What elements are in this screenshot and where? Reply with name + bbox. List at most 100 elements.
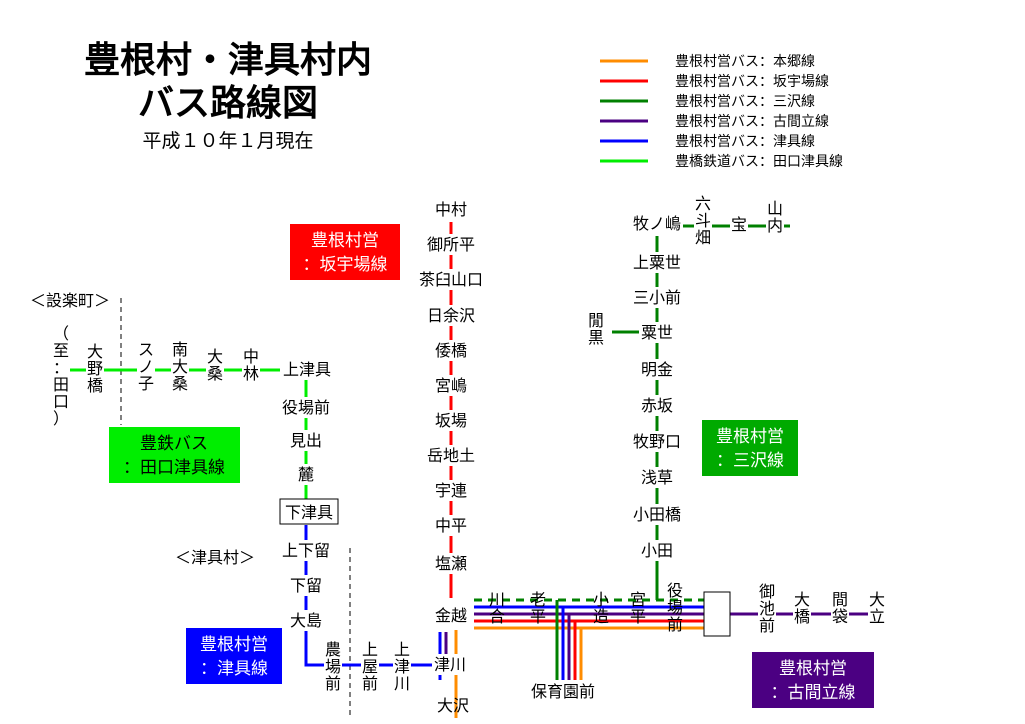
stop-sakauba-0-bg	[433, 199, 469, 220]
stop-tagu-1-bg	[86, 342, 104, 395]
stop-sakauba-1-bg	[425, 234, 477, 255]
stop-bottom-0: 農場前	[325, 640, 341, 693]
stop-tsugu-north-0-bg	[280, 397, 332, 418]
legend-label-furumatate: 豊根村営バス：古間立線	[675, 114, 829, 130]
stop-kanmo-bg	[587, 311, 605, 347]
stop-osawa: 大沢	[437, 696, 469, 715]
stop-tsugawa-bg	[432, 654, 468, 675]
ishido-frame	[703, 591, 731, 637]
route-tsugu-line	[304, 525, 432, 667]
stop-tagu-0: （至：田口）	[53, 324, 69, 428]
stop-tagu-3: 南大桑	[172, 340, 188, 393]
legend: 豊根村営バス：本郷線 豊根村営バス：坂宇場線 豊根村営バス：三沢線 豊根村営バス…	[600, 54, 843, 170]
shimotsugu-frame	[279, 498, 339, 525]
route-box-sakauba-line1: 豊根村営	[311, 231, 379, 251]
stop-tsugu-north-2: 麓	[298, 465, 314, 484]
stop-branch-0-bg	[694, 194, 712, 247]
stop-furumatate-3-bg	[868, 590, 886, 626]
route-box-sakauba: 豊根村営 ：坂宇場線	[290, 224, 400, 280]
stop-kamitsugu-bg	[281, 359, 333, 380]
stop-furumatate-2-bg	[831, 590, 849, 626]
stop-tsugu-south-2: 大島	[290, 611, 322, 630]
stop-misawa-0-bg	[631, 213, 683, 234]
stop-tagu-3-bg	[171, 340, 189, 393]
stop-middle-4: 役場前	[667, 581, 683, 634]
stop-misawa-5: 赤坂	[641, 396, 673, 415]
stop-sakauba-8: 宇連	[435, 481, 467, 500]
route-box-tagu-line1: 豊鉄バス	[140, 434, 208, 454]
stop-hoikuen: 保育園前	[531, 682, 595, 701]
stop-branch-2-bg	[766, 199, 784, 235]
stop-furumatate-3: 大立	[869, 590, 885, 626]
stop-middle-1: 老平	[530, 590, 546, 626]
stop-shimotsugu: 下津具	[285, 503, 333, 522]
stop-tsugu-north-2-bg	[296, 464, 316, 485]
stop-tsugu-north-0: 役場前	[282, 398, 330, 417]
stop-furumatate-2: 間袋	[832, 590, 848, 626]
legend-label-hongo: 豊根村営バス：本郷線	[675, 54, 815, 70]
route-box-furumatate-line2: ：古間立線	[771, 683, 856, 703]
route-box-furumatate-line1: 豊根村営	[779, 659, 847, 679]
stop-misawa-4: 明金	[641, 360, 673, 379]
stop-misawa-9-bg	[639, 540, 675, 561]
stop-middle-2: 小造	[593, 590, 609, 626]
stop-misawa-2: 三小前	[633, 288, 681, 307]
legend-label-tsugu: 豊根村営バス：津具線	[675, 134, 815, 150]
stop-bottom-2-bg	[393, 640, 411, 693]
stop-sakauba-11-bg	[433, 605, 469, 626]
stop-misawa-2-bg	[631, 287, 683, 308]
map-date: 平成１０年１月現在	[142, 130, 313, 152]
map-title: 豊根村・津具村内	[84, 40, 372, 81]
route-box-sakauba-line2: ：坂宇場線	[303, 255, 388, 275]
stop-bottom-1: 上屋前	[362, 640, 378, 693]
stop-sakauba-4-bg	[433, 340, 469, 361]
stop-sakauba-10: 塩瀬	[435, 554, 467, 573]
stop-sakauba-5-bg	[433, 375, 469, 396]
stop-bottom-0-bg	[324, 640, 342, 693]
stop-tsugu-south-0-bg	[280, 540, 332, 561]
stop-sakauba-8-bg	[433, 480, 469, 501]
stop-tsugu-south-1-bg	[288, 575, 324, 596]
stop-bottom-1-bg	[361, 640, 379, 693]
stop-tagu-5: 中林	[243, 347, 259, 383]
stop-tsugu-north-1: 見出	[290, 431, 322, 450]
stop-sakauba-4: 倭橋	[435, 341, 467, 360]
stop-furumatate-0: 御池前	[759, 582, 775, 635]
stop-bottom-2: 上津川	[394, 640, 410, 693]
legend-label-sakauba: 豊根村営バス：坂宇場線	[675, 74, 829, 90]
stop-sakauba-2: 茶臼山口	[419, 270, 483, 289]
stop-sakauba-3: 日余沢	[427, 306, 475, 325]
stop-furumatate-1-bg	[793, 590, 811, 626]
stop-misawa-9: 小田	[641, 541, 673, 560]
stop-tagu-1: 大野橋	[87, 342, 103, 395]
stop-sakauba-11: 金越	[435, 606, 467, 625]
stop-misawa-7-bg	[639, 467, 675, 488]
stop-tsugu-south-2-bg	[288, 610, 324, 631]
stops-vertical: （至：田口）大野橋スノ子南大桑大桑中林六斗畑宝山内閒黒農場前上屋前上津川川合老平…	[52, 194, 886, 693]
stop-tagu-4: 大桑	[207, 347, 223, 383]
stop-furumatate-1: 大橋	[794, 590, 810, 626]
legend-label-misawa: 豊根村営バス：三沢線	[675, 94, 815, 110]
route-box-tsugu-line1: 豊根村営	[200, 635, 268, 655]
map-subtitle: バス路線図	[138, 83, 318, 124]
route-box-misawa-line1: 豊根村営	[716, 427, 784, 447]
stop-branch-1: 宝	[731, 215, 747, 234]
stop-sakauba-9-bg	[433, 515, 469, 536]
stop-misawa-8-bg	[631, 504, 683, 525]
stop-middle-3: 宮平	[630, 590, 646, 626]
area-label-shitara: ＜設楽町＞	[30, 291, 110, 310]
stop-misawa-5-bg	[639, 395, 675, 416]
route-box-tsugu-line2: ：津具線	[200, 659, 268, 679]
stop-misawa-1: 上粟世	[633, 253, 681, 272]
stop-misawa-3-bg	[639, 322, 675, 343]
stop-kanmo: 閒黒	[588, 311, 604, 347]
stop-tagu-0-bg	[52, 324, 70, 428]
legend-label-tagu: 豊橋鉄道バス：田口津具線	[675, 154, 843, 170]
route-box-tagu-line2: ：田口津具線	[123, 458, 225, 478]
stop-tsugu-south-1: 下留	[290, 576, 322, 595]
stop-kamitsugu: 上津具	[283, 360, 331, 379]
